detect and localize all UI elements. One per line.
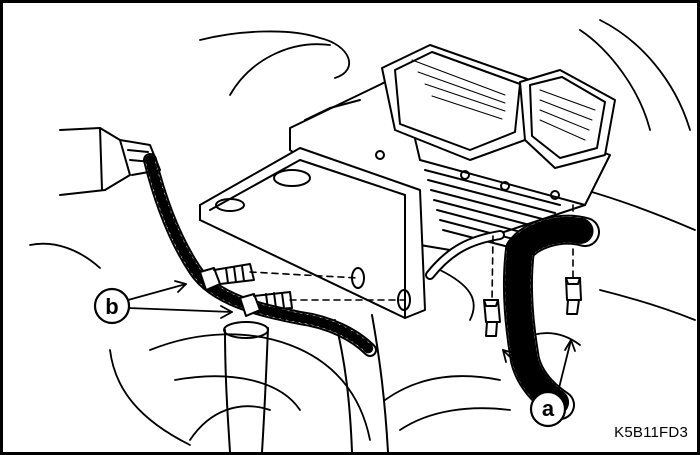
- callout-a-label: a: [542, 396, 555, 421]
- figure-reference-code: K5B11FD3: [614, 424, 688, 441]
- bolt-a-left: [483, 299, 501, 337]
- bolt-a-right: [565, 277, 582, 315]
- ecm-connectors: [381, 44, 616, 169]
- mounting-bracket: [199, 147, 426, 319]
- callout-a: [529, 390, 567, 428]
- harness-connector: [59, 127, 161, 196]
- callout-b-label: b: [105, 294, 118, 319]
- alignment-dashes: [249, 204, 574, 301]
- callout-b: [93, 287, 131, 325]
- corrugated-hose: [502, 214, 600, 420]
- leader-arrows: [127, 280, 576, 393]
- vehicle-body-outline: [29, 19, 696, 446]
- wiring-harness: [143, 153, 505, 357]
- bolt-b-upper: [199, 263, 255, 291]
